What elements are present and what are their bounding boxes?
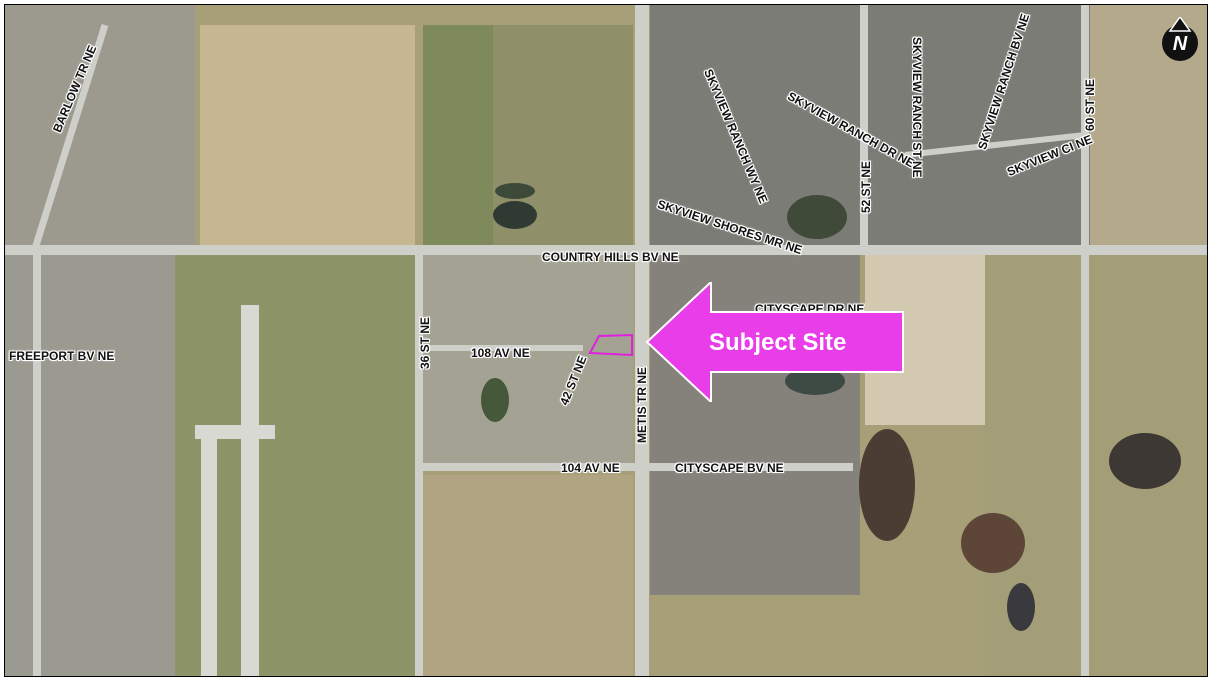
aerial-imagery: [5, 5, 1207, 676]
aerial-map[interactable]: BARLOW TR NE FREEPORT BV NE COUNTRY HILL…: [4, 4, 1208, 677]
north-symbol: N: [1173, 33, 1188, 55]
north-arrow-icon: N: [1160, 15, 1200, 63]
subject-site-callout-arrow: [645, 282, 904, 402]
subject-site-outline: [588, 333, 633, 357]
subject-site-label: Subject Site: [709, 329, 847, 356]
